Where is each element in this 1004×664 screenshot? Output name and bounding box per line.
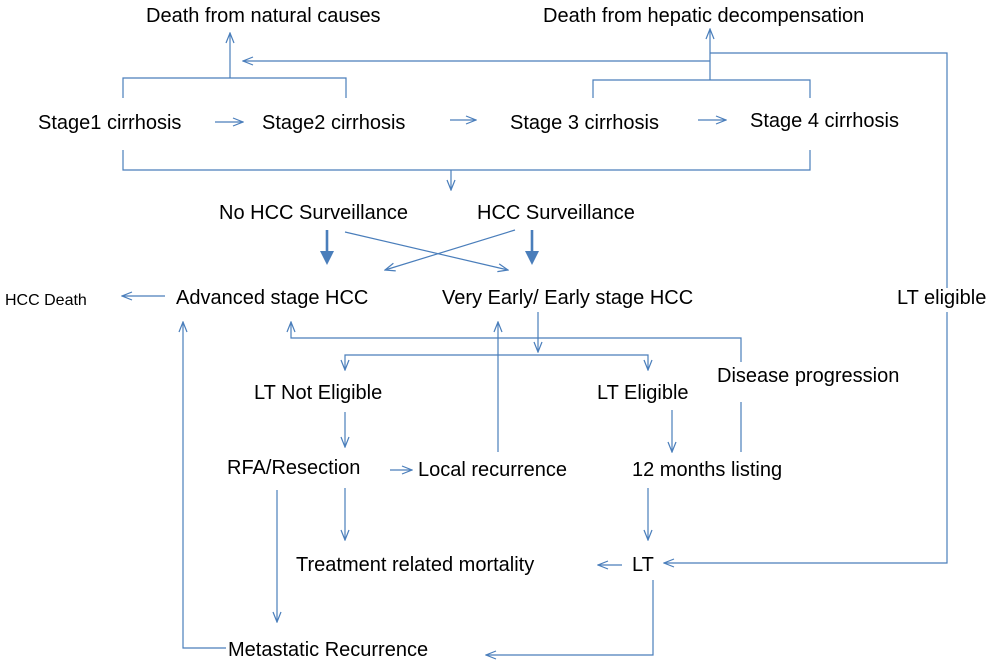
- node-advanced-hcc: Advanced stage HCC: [176, 287, 369, 309]
- node-early-hcc: Very Early/ Early stage HCC: [442, 287, 694, 309]
- node-death-natural: Death from natural causes: [146, 5, 381, 27]
- node-treatment-mortality: Treatment related mortality: [296, 554, 535, 576]
- node-lt-not-eligible: LT Not Eligible: [254, 382, 383, 404]
- node-stage3: Stage 3 cirrhosis: [510, 112, 659, 134]
- edge-progression-line: [291, 322, 742, 362]
- node-death-hepatic: Death from hepatic decompensation: [543, 5, 865, 27]
- edge-no-surveillance-to-early: [344, 231, 508, 270]
- edge-split-to-lt-not-eligible: [345, 354, 538, 370]
- bracket-stage3-4-top: [592, 79, 811, 98]
- node-disease-progression: Disease progression: [717, 365, 900, 387]
- node-stage1: Stage1 cirrhosis: [38, 112, 182, 134]
- node-months-listing: 12 months listing: [632, 459, 783, 481]
- node-metastatic-recurrence: Metastatic Recurrence: [228, 639, 429, 661]
- node-stage2: Stage2 cirrhosis: [262, 112, 406, 134]
- edge-lt-eligible-up: [710, 52, 948, 288]
- node-stage4: Stage 4 cirrhosis: [750, 110, 899, 132]
- node-rfa-resection: RFA/Resection: [227, 457, 361, 479]
- node-hcc-surveillance: HCC Surveillance: [477, 202, 635, 224]
- edge-surveillance-to-advanced: [385, 229, 516, 270]
- edge-lt-eligible-down: [664, 312, 948, 563]
- node-hcc-death: HCC Death: [5, 292, 87, 309]
- node-lt-eligible-right: LT eligible: [897, 287, 987, 309]
- node-lt: LT: [632, 554, 654, 576]
- node-no-hcc-surveillance: No HCC Surveillance: [219, 202, 408, 224]
- bracket-stages-bottom: [122, 150, 811, 171]
- bracket-stage1-2-top: [122, 77, 347, 98]
- node-lt-eligible: LT Eligible: [597, 382, 689, 404]
- node-local-recurrence: Local recurrence: [418, 459, 567, 481]
- edge-split-to-lt-eligible: [538, 354, 648, 370]
- edge-metastatic-to-advanced: [183, 322, 226, 649]
- edge-lt-to-metastatic: [486, 580, 654, 655]
